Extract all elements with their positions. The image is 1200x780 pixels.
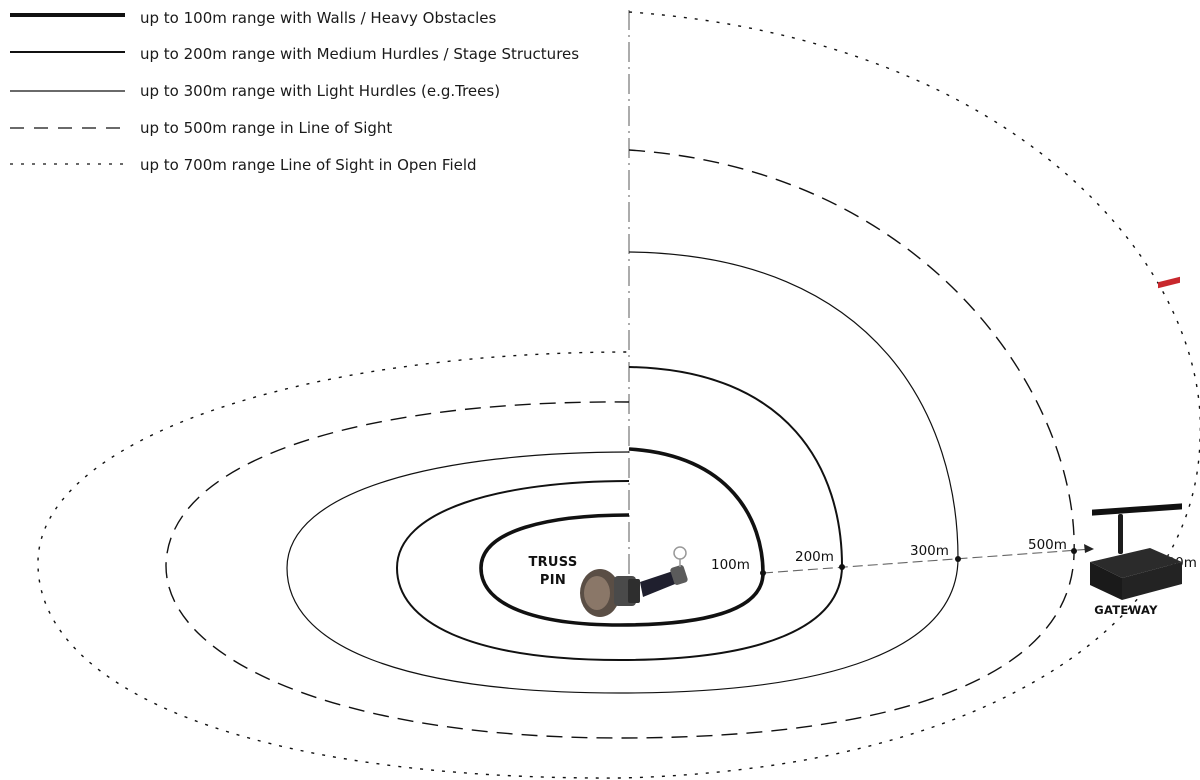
ring-100m: [479, 447, 765, 627]
gateway-label: GATEWAY: [1094, 603, 1158, 617]
range-axis-line: [762, 548, 1093, 574]
ring-300m: [286, 251, 959, 694]
legend-label-dashed: up to 500m range in Line of Sight: [140, 119, 392, 137]
legend-label-heavy: up to 100m range with Walls / Heavy Obst…: [140, 9, 496, 27]
distance-label-300m: 300m: [910, 543, 949, 559]
ring-200m: [395, 366, 844, 662]
marker-dot-500m: [1071, 548, 1077, 554]
marker-dot-200m: [839, 564, 845, 570]
truss-pin-device-icon: [580, 546, 688, 617]
distance-label-200m: 200m: [795, 549, 834, 565]
legend-label-light: up to 300m range with Light Hurdles (e.g…: [140, 82, 500, 100]
legend-label-medium: up to 200m range with Medium Hurdles / S…: [140, 45, 579, 63]
ring-500m: [165, 149, 1075, 739]
axis-arrowhead: [1084, 544, 1094, 553]
distance-label-100m: 100m: [711, 557, 750, 573]
marker-dot-300m: [955, 556, 961, 562]
distance-label-500m: 500m: [1028, 537, 1067, 553]
marker-dot-100m: [760, 570, 766, 576]
legend: up to 100m range with Walls / Heavy Obst…: [10, 9, 579, 174]
device-label-line2: PIN: [540, 573, 566, 588]
legend-label-dotted: up to 700m range Line of Sight in Open F…: [140, 156, 477, 174]
device-label-line1: TRUSS: [528, 555, 577, 570]
gateway-device-icon: [1090, 276, 1182, 600]
range-rings: [37, 11, 1200, 779]
